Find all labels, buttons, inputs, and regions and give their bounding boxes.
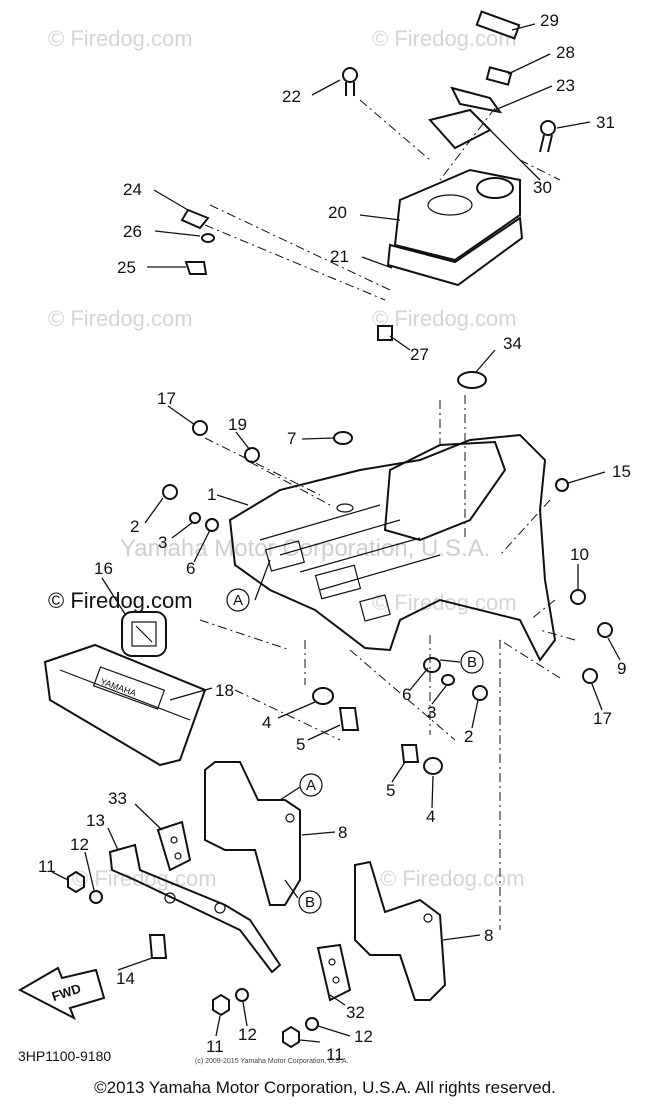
callout-number: 25 [117,258,136,277]
callout-number: 15 [612,462,631,481]
callout-number: 13 [86,811,105,830]
callout-number: 5 [386,781,395,800]
watermark-text: © Firedog.com [372,590,517,615]
ref-letter: B [305,894,315,911]
ref-letter: A [306,777,316,794]
bottom-hardware [67,870,319,1049]
front-lamp [121,611,167,657]
watermark-center-text: Yamaha Motor Corporation, U.S.A. [120,535,490,562]
bracket-left [156,820,192,872]
top-hardware [180,10,556,341]
watermark-text: © Firedog.com [372,306,517,331]
callout-number: 10 [570,545,589,564]
callout-number: 34 [503,334,522,353]
watermark-text: © Firedog.com [380,866,525,891]
callout-number: 12 [354,1027,373,1046]
callout-number: 11 [206,1037,224,1056]
front-plate: YAMAHA [43,643,207,767]
callout-number: 8 [484,926,493,945]
fwd-label: FWD [50,981,83,1004]
callout-number: 31 [596,113,615,132]
grommets [312,657,488,775]
callout-number: 9 [617,659,626,678]
watermark-layer: © Firedog.com © Firedog.com © Firedog.co… [48,26,525,891]
callout-number: 4 [426,807,435,826]
callout-number: 7 [287,429,296,448]
callout-number: 19 [228,415,247,434]
callout-number: 6 [186,559,195,578]
reference-circles: A B B A [226,588,484,914]
callout-number: 1 [207,485,216,504]
callout-number: 16 [94,559,113,578]
callout-number: 22 [282,87,301,106]
callout-number: 17 [593,709,612,728]
callout-number: 30 [533,178,552,197]
watermark-dark-text: © Firedog.com [48,588,193,613]
callout-number: 20 [328,203,347,222]
assembly-lines [199,99,576,930]
callout-number: 2 [464,727,473,746]
small-copyright: (c) 2009-2015 Yamaha Motor Corporation, … [195,1058,349,1065]
diagram-code: 3HP1100-9180 [18,1048,112,1064]
callout-number: 24 [123,180,142,199]
callout-number: 8 [338,823,347,842]
watermark-text: © Firedog.com [48,26,193,51]
callout-number: 28 [556,43,575,62]
callout-number: 33 [108,789,127,808]
ref-circle-b [298,890,322,914]
callout-number: 11 [326,1045,344,1064]
callout-number: 29 [540,11,559,30]
tank-cover [386,108,524,287]
footer-copyright: ©2013 Yamaha Motor Corporation, U.S.A. A… [94,1078,556,1097]
callout-number: 21 [330,247,349,266]
leader-lines [51,23,621,1043]
watermark-text: © Firedog.com [72,866,217,891]
callout-number: 32 [346,1003,365,1022]
callout-number: 11 [38,857,56,876]
callout-number: 23 [556,76,575,95]
callout-number: 26 [123,222,142,241]
watermark-text: © Firedog.com [48,306,193,331]
ref-circle-a [299,773,323,797]
front-fender [228,431,557,662]
callout-number: 3 [427,703,436,722]
mud-flap-left [204,761,301,906]
callout-number: 5 [296,735,305,754]
watermark-text: © Firedog.com [372,26,517,51]
callout-number: 27 [410,345,429,364]
callout-number: 2 [130,517,139,536]
callout-number: 14 [116,969,135,988]
callout-number: 17 [157,389,176,408]
callout-number: 12 [70,835,89,854]
bracket-right [316,943,352,1002]
callout-numbers: 29 28 22 23 31 30 24 20 26 21 25 27 34 1… [38,11,631,1064]
ref-letter: B [467,654,477,671]
ref-letter: A [233,592,243,609]
callout-number: 18 [215,681,234,700]
ref-circle-b [460,650,484,674]
ref-circle-a [226,588,250,612]
callout-number: 12 [238,1025,257,1044]
mud-flap-right [354,860,447,1001]
stay-bar [108,843,282,974]
callout-number: 3 [158,533,167,552]
right-hardware [162,371,613,684]
fwd-arrow: FWD [17,966,106,1021]
callout-number: 4 [262,713,271,732]
callout-number: 6 [402,685,411,704]
